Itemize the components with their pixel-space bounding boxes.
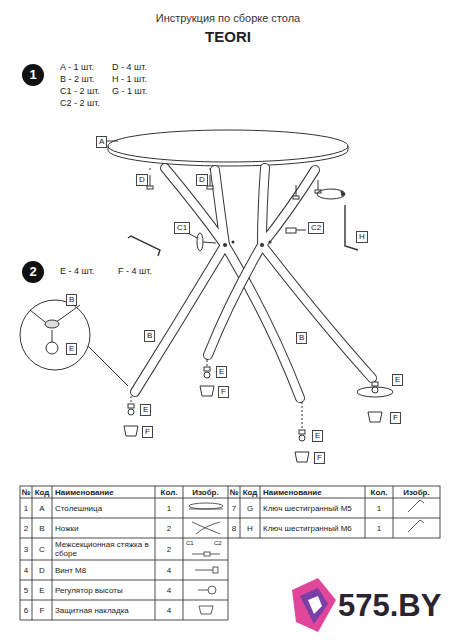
table-header: Наименование bbox=[260, 486, 365, 498]
feet bbox=[124, 360, 393, 462]
table-header: № bbox=[228, 486, 240, 498]
callout-letter: D bbox=[196, 174, 208, 186]
callout-letter: H bbox=[356, 231, 368, 243]
parts-count: F - 4 шт. bbox=[118, 266, 152, 277]
parts-count: C2 - 2 шт. bbox=[60, 98, 100, 109]
table-header: № bbox=[20, 486, 32, 498]
callout-letter: F bbox=[314, 452, 325, 464]
table-cell: 2 bbox=[155, 538, 183, 560]
callout-letter: F bbox=[390, 412, 401, 424]
table-cell: 1 bbox=[155, 498, 183, 518]
table-cell: Ножки bbox=[52, 518, 155, 538]
icon-code: C1 bbox=[186, 540, 194, 547]
watermark: 575.BY bbox=[338, 588, 441, 624]
parts-count: H - 1 шт. bbox=[112, 74, 147, 85]
parts-count: C1 - 2 шт. bbox=[60, 86, 100, 97]
table-cell: A bbox=[32, 498, 52, 518]
table-legs bbox=[135, 168, 372, 398]
callout-letter: A bbox=[96, 136, 107, 148]
table-cell: 1 bbox=[20, 498, 32, 518]
icon-code: C2 bbox=[214, 540, 222, 547]
callout-letter: B bbox=[144, 330, 155, 342]
table-cell: 6 bbox=[20, 600, 32, 620]
page-title: Инструкция по сборке стола bbox=[0, 12, 456, 24]
table-cell: 8 bbox=[228, 518, 240, 538]
table-cell: 5 bbox=[20, 580, 32, 600]
table-cell: Ключ шестигранный М6 bbox=[260, 518, 365, 538]
table-cell: 4 bbox=[20, 560, 32, 580]
table-cell: D bbox=[32, 560, 52, 580]
table-cell: H bbox=[240, 518, 260, 538]
callout-letter: F bbox=[218, 386, 229, 398]
table-cell: 4 bbox=[155, 600, 183, 620]
watermark-logo bbox=[292, 578, 336, 632]
table-cell: 1 bbox=[365, 518, 393, 538]
hex-keys bbox=[128, 205, 358, 256]
table-cell: Винт М8 bbox=[52, 560, 155, 580]
parts-count: A - 1 шт. bbox=[60, 62, 94, 73]
callout-letter: C2 bbox=[308, 222, 324, 234]
callout-letter: B bbox=[296, 332, 307, 344]
detail-inset bbox=[20, 300, 128, 386]
table-cell: 3 bbox=[20, 538, 32, 560]
table-header: Изобр. bbox=[183, 486, 228, 498]
table-cell: Регулятор высоты bbox=[52, 580, 155, 600]
table-cell: 1 bbox=[365, 498, 393, 518]
callout-letter: C1 bbox=[174, 222, 190, 234]
table-cell: C bbox=[32, 538, 52, 560]
callout-letter: E bbox=[66, 343, 77, 355]
table-cell: F bbox=[32, 600, 52, 620]
tabletop bbox=[106, 130, 348, 166]
table-header: Изобр. bbox=[393, 486, 440, 498]
parts-count: G - 1 шт. bbox=[112, 86, 147, 97]
step-number: 2 bbox=[22, 261, 44, 283]
table-cell: 7 bbox=[228, 498, 240, 518]
callout-letter: E bbox=[392, 374, 403, 386]
model-name: TEORI bbox=[0, 28, 456, 46]
callout-letter: E bbox=[216, 366, 227, 378]
table-header: Код bbox=[240, 486, 260, 498]
step-number: 1 bbox=[22, 64, 44, 86]
callout-letter: E bbox=[312, 430, 323, 442]
table-cell: Межсекционная стяжка в сборе bbox=[52, 538, 155, 560]
table-header: Код bbox=[32, 486, 52, 498]
table-header: Наименование bbox=[52, 486, 155, 498]
table-cell: G bbox=[240, 498, 260, 518]
parts-count: B - 2 шт. bbox=[60, 74, 94, 85]
table-cell: 2 bbox=[20, 518, 32, 538]
table-cell: Ключ шестигранный М5 bbox=[260, 498, 365, 518]
table-cell: 2 bbox=[155, 518, 183, 538]
parts-count: E - 4 шт. bbox=[60, 266, 94, 277]
callout-letter: D bbox=[136, 174, 148, 186]
table-cell: E bbox=[32, 580, 52, 600]
table-header: Кол. bbox=[365, 486, 393, 498]
table-cell: B bbox=[32, 518, 52, 538]
table-cell: Столешница bbox=[52, 498, 155, 518]
callout-letter: E bbox=[140, 404, 151, 416]
callout-letter: B bbox=[66, 294, 77, 306]
table-cell: 4 bbox=[155, 560, 183, 580]
table-cell: Защитная накладка bbox=[52, 600, 155, 620]
connectors-and-screws bbox=[147, 168, 345, 251]
parts-count: D - 4 шт. bbox=[112, 62, 147, 73]
callout-letter: F bbox=[142, 426, 153, 438]
table-cell: 4 bbox=[155, 580, 183, 600]
table-header: Кол. bbox=[155, 486, 183, 498]
